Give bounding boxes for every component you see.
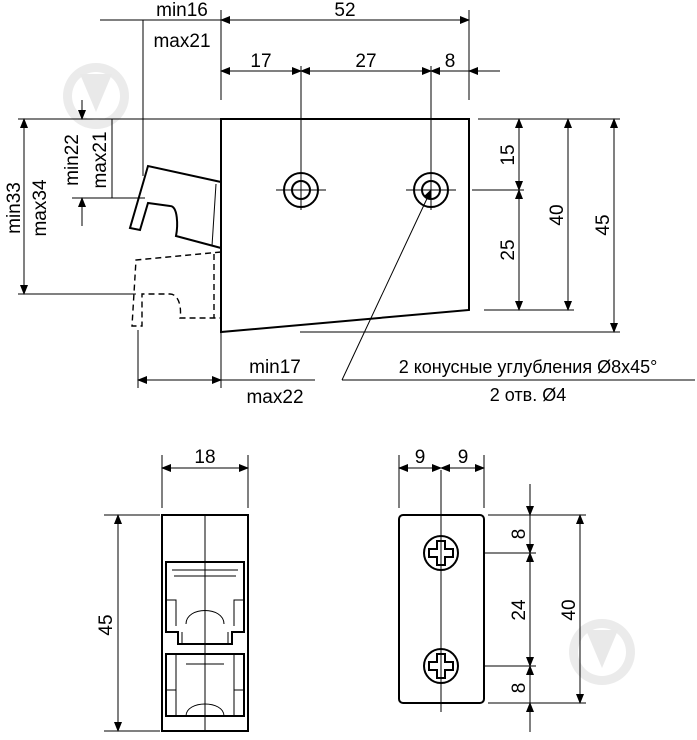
latch-solid: [128, 164, 222, 249]
dim-45: 45: [593, 214, 614, 235]
dim-min17: min17: [249, 357, 301, 378]
dim-52: 52: [334, 0, 355, 21]
dim-18: 18: [194, 447, 215, 468]
dim-24: 24: [509, 599, 530, 621]
dim-15: 15: [498, 144, 519, 165]
note-countersinks: 2 конусные углубления Ø8x45°: [399, 357, 658, 377]
dim-8: 8: [445, 51, 456, 72]
dim-45-side: 45: [96, 614, 117, 635]
dim-8-top: 8: [509, 529, 530, 540]
plate-outline: [220, 118, 470, 334]
dim-9-right: 9: [458, 447, 469, 468]
dim-max21-top: max21: [153, 31, 210, 52]
dim-min33: min33: [4, 182, 25, 234]
front-view: 9 9 8 24 8 40: [398, 447, 586, 732]
dim-9-left: 9: [415, 447, 426, 468]
screw-bottom-icon: [423, 648, 459, 684]
dim-8-bottom: 8: [509, 683, 530, 694]
dim-max34: max34: [30, 179, 51, 236]
note-holes: 2 отв. Ø4: [490, 385, 566, 405]
dim-min22: min22: [62, 134, 83, 186]
dim-max21-left: max21: [90, 131, 111, 188]
dim-max22: max22: [246, 387, 303, 408]
latch-dashed: [131, 251, 222, 327]
watermark-icon: [569, 619, 635, 685]
screw-top-icon: [423, 535, 459, 571]
dim-27: 27: [355, 51, 376, 72]
side-view: 18 45: [96, 447, 249, 732]
dim-25: 25: [498, 239, 519, 260]
dim-40: 40: [547, 204, 568, 225]
dim-40-front: 40: [559, 599, 580, 620]
dim-min16: min16: [156, 0, 208, 21]
top-view: 52 min16 max21 17 27 8 15 25 40 45: [4, 0, 695, 408]
dim-17: 17: [250, 51, 271, 72]
